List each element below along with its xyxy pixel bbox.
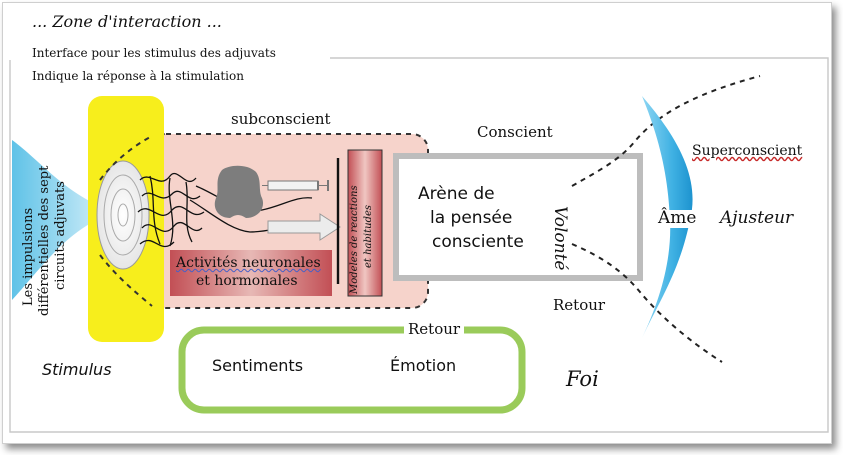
superconscient-label: Superconscient xyxy=(690,143,805,159)
foi-label: Foi xyxy=(566,367,599,391)
sentiments-label: Sentiments xyxy=(212,356,304,375)
zone-line-2: Indique la réponse à la stimulation xyxy=(32,69,244,83)
ajusteur-label: Ajusteur xyxy=(718,208,796,228)
arene-line-2: la pensée xyxy=(430,208,513,228)
modeles-line-1: Modeles de reactions xyxy=(349,185,360,294)
ame-label: Âme xyxy=(656,208,699,228)
zone-line-1: Interface pour les stimulus des adjuvats xyxy=(32,46,276,60)
retour-loop xyxy=(178,326,526,414)
dashed-upper xyxy=(571,75,761,187)
subconscient-label: subconscient xyxy=(228,111,334,128)
syringe-icon xyxy=(262,180,329,191)
conscient-label: Conscient xyxy=(474,124,556,141)
impulsions-line-1: Les impulsions xyxy=(21,207,36,306)
subconscient-arrow xyxy=(267,213,341,241)
volonte-label: Volonté xyxy=(550,206,570,271)
arene-line-3: consciente xyxy=(432,232,524,252)
ame-lens xyxy=(642,96,693,338)
activites-box xyxy=(170,250,332,296)
modeles-line-2: et habitudes xyxy=(363,204,374,268)
impulsions-line-3: circuits adjuvats xyxy=(53,181,68,290)
funnel-line-top xyxy=(99,135,153,181)
retour-bottom-label: Retour xyxy=(404,321,465,338)
gland-shape xyxy=(214,165,264,218)
zone-frame-line xyxy=(9,57,829,433)
impulsions-line-2: différentielles des sept xyxy=(37,165,52,316)
impulse-cone xyxy=(12,140,118,300)
emotion-label: Émotion xyxy=(390,356,457,375)
modeles-box xyxy=(347,149,383,297)
stimulus-label: Stimulus xyxy=(42,360,112,379)
dashed-lower xyxy=(571,243,723,363)
activites-line-1: Activités neuronales xyxy=(176,255,321,271)
retour-right-label: Retour xyxy=(550,297,609,314)
arene-line-1: Arène de xyxy=(418,184,495,204)
receptor-disc xyxy=(96,160,150,270)
activites-line-2: et hormonales xyxy=(196,273,298,289)
zone-header-pad xyxy=(28,8,328,86)
zone-title: ... Zone d'interaction ... xyxy=(32,12,222,31)
arena-box xyxy=(393,153,643,281)
